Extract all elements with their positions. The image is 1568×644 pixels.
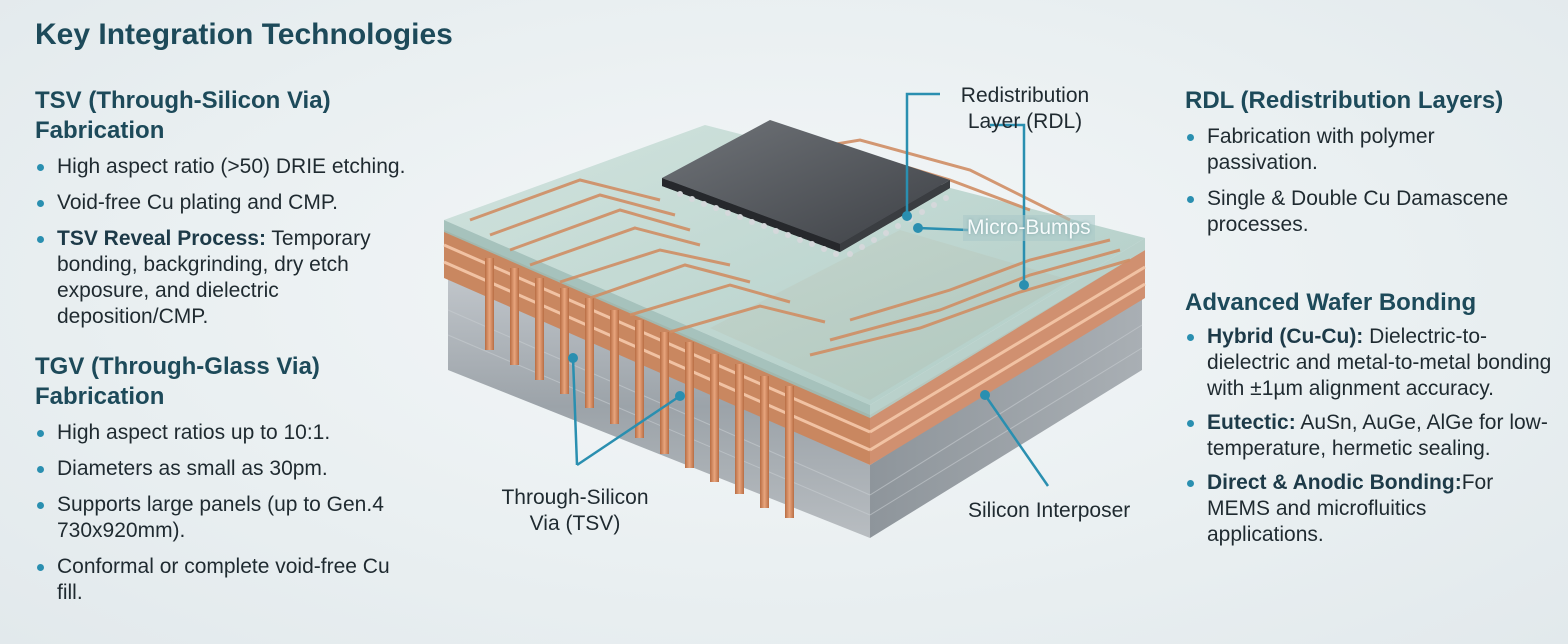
tsv-heading: TSV (Through-Silicon Via) Fabrication bbox=[35, 87, 331, 144]
tgv-section: TGV (Through-Glass Via)Fabrication High … bbox=[35, 352, 435, 616]
tsv-pillars bbox=[485, 258, 794, 518]
list-item: High aspect ratios up to 10:1. bbox=[35, 420, 435, 446]
leader-dots bbox=[568, 211, 1029, 401]
tsv-list: High aspect ratio (>50) DRIE etching. Vo… bbox=[35, 154, 435, 330]
rdl-section: RDL (Redistribution Layers) Fabrication … bbox=[1185, 86, 1545, 248]
chip bbox=[662, 120, 950, 257]
list-item: Direct & Anodic Bonding:For MEMS and mic… bbox=[1185, 470, 1547, 548]
bonding-section: Advanced Wafer Bonding Hybrid (Cu-Cu): D… bbox=[1185, 288, 1555, 558]
list-item: Single & Double Cu Damascene processes. bbox=[1185, 186, 1547, 238]
package-diagram bbox=[443, 92, 1146, 538]
bonding-list: Hybrid (Cu-Cu): Dielectric-to-dielectric… bbox=[1185, 324, 1555, 548]
list-item: Eutectic: AuSn, AuGe, AlGe for low-tempe… bbox=[1185, 410, 1555, 462]
bonding-heading: Advanced Wafer Bonding bbox=[1185, 289, 1477, 316]
list-item: High aspect ratio (>50) DRIE etching. bbox=[35, 154, 435, 180]
list-item: Fabrication with polymer passivation. bbox=[1185, 124, 1507, 176]
list-item: TSV Reveal Process: Temporary bonding, b… bbox=[35, 226, 417, 330]
interposer-label: Silicon Interposer bbox=[968, 499, 1131, 522]
tgv-heading: TGV (Through-Glass Via)Fabrication bbox=[35, 353, 320, 410]
rdl-list: Fabrication with polymer passivation. Si… bbox=[1185, 124, 1545, 238]
rdl-layer bbox=[444, 125, 1145, 418]
list-item: Void-free Cu plating and CMP. bbox=[35, 190, 435, 216]
list-item: Conformal or complete void-free Cu fill. bbox=[35, 554, 417, 606]
microbumps-label: Micro-Bumps bbox=[963, 215, 1095, 241]
leader-lines bbox=[571, 92, 1050, 487]
list-item: Hybrid (Cu-Cu): Dielectric-to-dielectric… bbox=[1185, 324, 1555, 402]
list-item: Supports large panels (up to Gen.4 730x9… bbox=[35, 492, 432, 544]
rdl-heading: RDL (Redistribution Layers) bbox=[1185, 87, 1504, 114]
page-title: Key Integration Technologies bbox=[35, 18, 453, 51]
tsv-section: TSV (Through-Silicon Via) Fabrication Hi… bbox=[35, 86, 435, 340]
tgv-list: High aspect ratios up to 10:1. Diameters… bbox=[35, 420, 435, 606]
list-item: Diameters as small as 30pm. bbox=[35, 456, 435, 482]
